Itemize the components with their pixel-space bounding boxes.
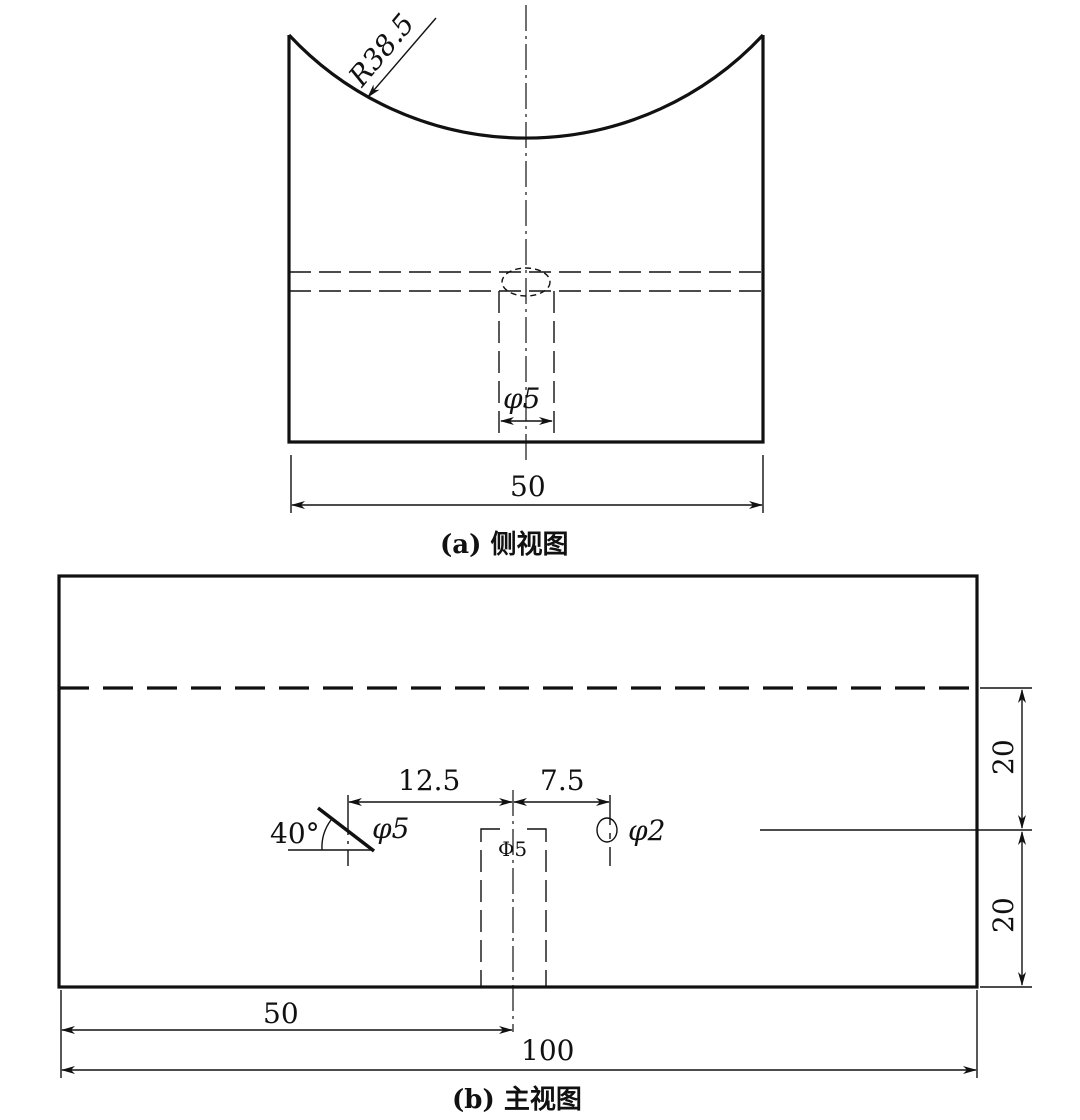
hidden-intersection — [501, 267, 551, 297]
half-length-label: 50 — [263, 997, 299, 1030]
left-offset-label: 12.5 — [398, 764, 460, 797]
main-view: 20 20 12.5 7.5 40° φ5 φ2 Φ5 50 100 (b) 主… — [57, 574, 1032, 1115]
main-view-caption: (b) 主视图 — [452, 1085, 582, 1115]
length-label: 100 — [521, 1034, 574, 1067]
angle-label: 40° — [270, 817, 320, 850]
width-label: 50 — [510, 470, 546, 503]
angled-hole-label: φ5 — [372, 812, 409, 845]
angled-hole-line — [316, 806, 376, 853]
slot-label: Φ5 — [498, 837, 527, 861]
small-hole-circle — [596, 817, 618, 843]
right-offset-label: 7.5 — [540, 764, 585, 797]
side-view: φ5 50 R38.5 (a) 侧视图 — [287, 5, 765, 560]
side-view-caption: (a) 侧视图 — [440, 530, 569, 560]
main-outline — [57, 574, 979, 989]
small-hole-label: φ2 — [628, 814, 665, 847]
slot-top-right — [527, 828, 547, 842]
angle-arc — [321, 819, 332, 851]
upper-height-label: 20 — [987, 739, 1020, 775]
hole-diameter-label: φ5 — [503, 382, 540, 415]
lower-height-label: 20 — [987, 897, 1020, 933]
radius-leader — [367, 17, 437, 98]
slot-top-left — [480, 828, 500, 842]
